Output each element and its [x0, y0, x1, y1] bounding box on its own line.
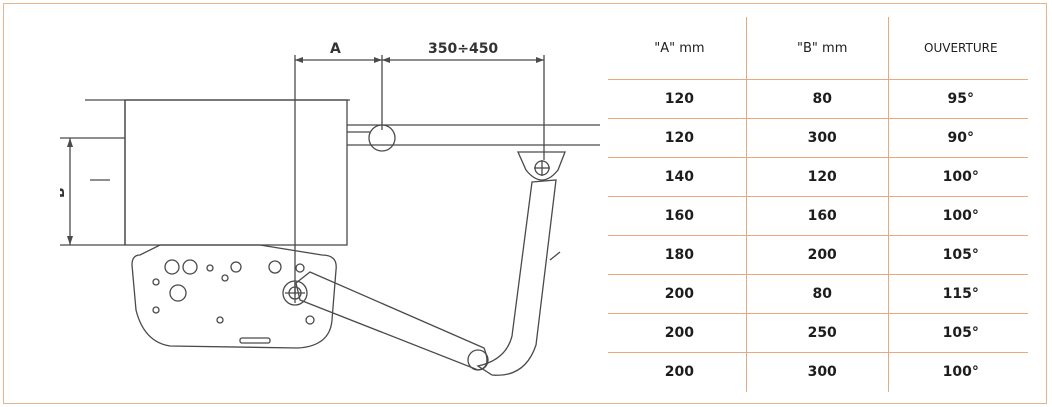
straight-arm [295, 271, 488, 371]
gate-bracket [516, 151, 566, 181]
cell-a: 200 [664, 364, 695, 380]
cell-b: 80 [750, 79, 894, 119]
cell-ouverture: 105° [893, 313, 1028, 353]
mounting-plate [131, 244, 337, 349]
curved-arm [476, 179, 557, 376]
table-row: 120 80 95° [608, 79, 1028, 119]
table-row: 200 250 105° [608, 313, 1028, 353]
cell-b: 80 [750, 274, 894, 314]
gate-opener-diagram: A 350÷450 B [60, 41, 600, 376]
header-b-mm: "B" mm [750, 17, 894, 80]
cell-ouverture: 115° [893, 274, 1028, 314]
cell-b: 300 [807, 364, 837, 380]
table-row: 200 300 100° [608, 353, 1028, 392]
cell-ouverture: 95° [893, 79, 1028, 119]
table-row: 200 80 115° [608, 274, 1028, 314]
header-ouverture: OUVERTURE [893, 17, 1028, 80]
cell-a: 120 [608, 79, 751, 119]
table-row: 120 300 90° [608, 118, 1028, 158]
opening-angle-table: "A" mm "B" mm OUVERTURE 120 80 95° 120 3… [608, 17, 1028, 392]
cell-a: 120 [608, 118, 751, 158]
table-row: 180 200 105° [608, 235, 1028, 275]
cell-b: 120 [750, 157, 894, 197]
cell-a: 180 [608, 235, 751, 275]
table-row: 140 120 100° [608, 157, 1028, 197]
page-frame [3, 3, 1047, 404]
dimension-label-range: 350÷450 [428, 41, 498, 57]
cell-b: 300 [750, 118, 894, 158]
table-header-row: "A" mm "B" mm OUVERTURE [608, 17, 1028, 80]
cell-b: 160 [750, 196, 894, 236]
cell-b: 200 [750, 235, 894, 275]
gate-hinge [368, 124, 396, 152]
motor-housing [124, 99, 348, 246]
cell-ouverture: 100° [942, 364, 979, 380]
cell-ouverture: 100° [893, 157, 1028, 197]
cell-ouverture: 90° [893, 118, 1028, 158]
cell-a: 140 [608, 157, 751, 197]
dimension-label-b: B [60, 187, 68, 198]
cell-a: 200 [608, 313, 751, 353]
cell-ouverture: 105° [893, 235, 1028, 275]
dimension-label-a: A [330, 41, 341, 57]
cell-b: 250 [750, 313, 894, 353]
header-a-mm: "A" mm [608, 17, 751, 80]
cell-ouverture: 100° [893, 196, 1028, 236]
cell-a: 160 [608, 196, 751, 236]
table-row: 160 160 100° [608, 196, 1028, 236]
cell-a: 200 [608, 274, 751, 314]
